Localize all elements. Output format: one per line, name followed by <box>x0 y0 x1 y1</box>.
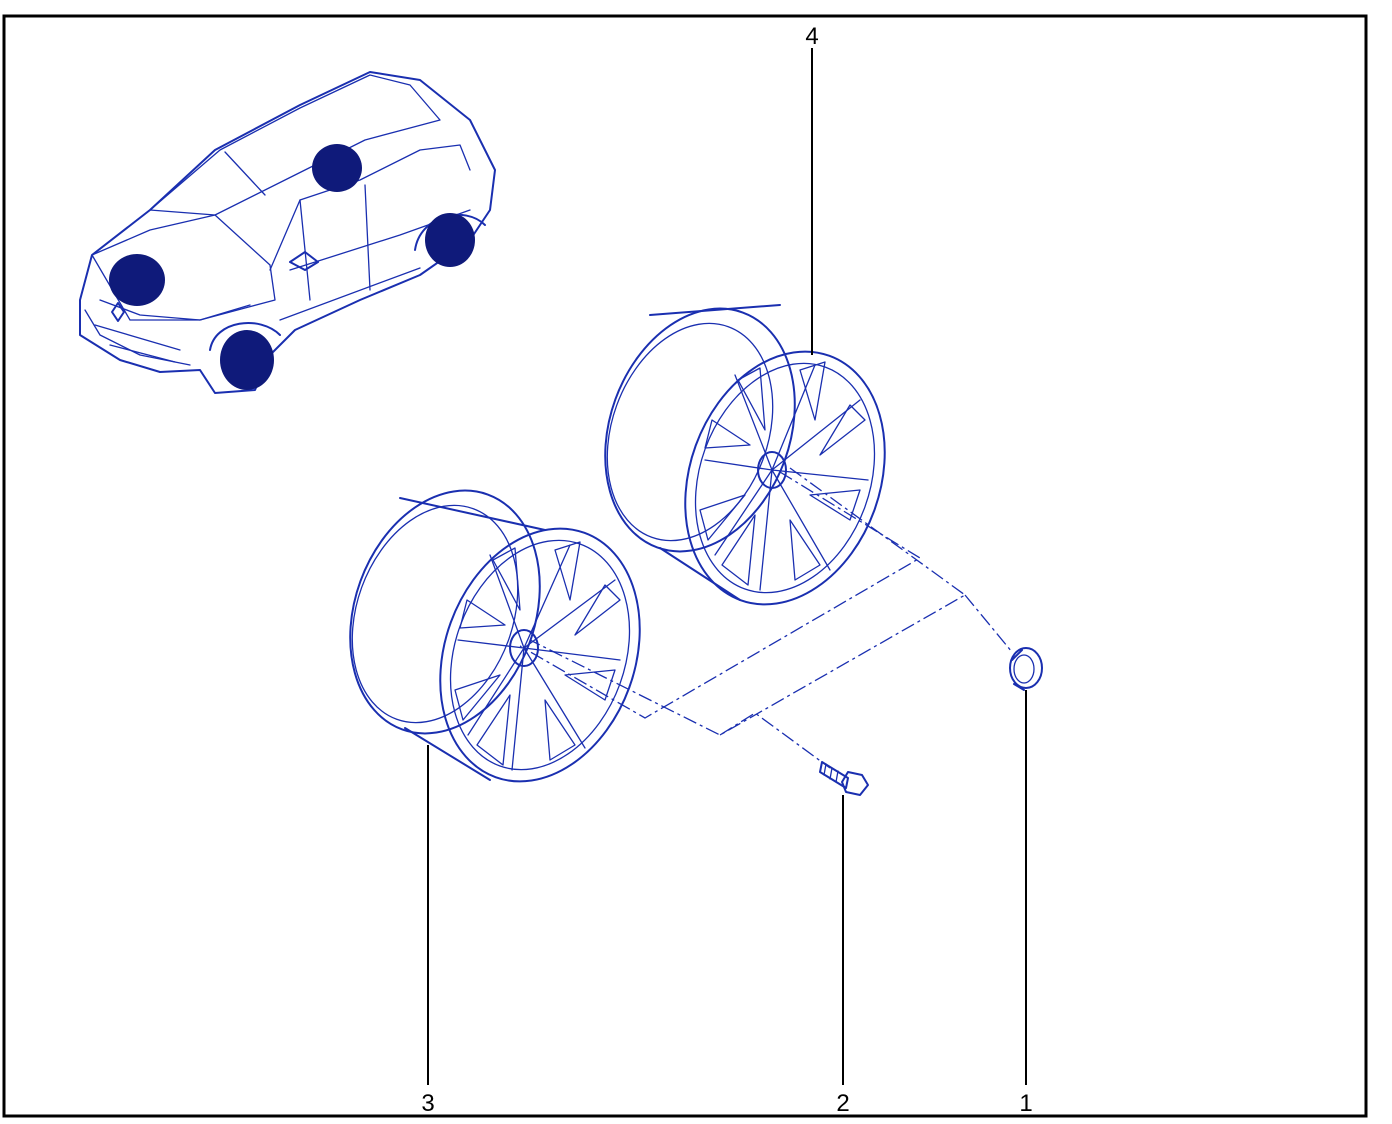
vehicle-overview <box>79 71 496 394</box>
wheel-bolt <box>819 761 869 796</box>
wheel-rim-front <box>349 489 641 783</box>
highlight-front-left-wheel <box>109 254 165 306</box>
center-cap <box>1009 647 1043 691</box>
highlight-rear-left-wheel <box>312 144 362 192</box>
callout-3: 3 <box>421 1090 434 1117</box>
highlight-rear-right-wheel <box>425 213 475 267</box>
callout-4: 4 <box>805 23 818 50</box>
wheel-rim-rear <box>604 304 886 606</box>
highlight-front-right-wheel <box>220 330 274 390</box>
assembly-lines <box>519 467 1013 769</box>
callout-2: 2 <box>836 1090 849 1117</box>
diagram-frame <box>2 14 1368 1118</box>
callout-1: 1 <box>1019 1090 1032 1117</box>
